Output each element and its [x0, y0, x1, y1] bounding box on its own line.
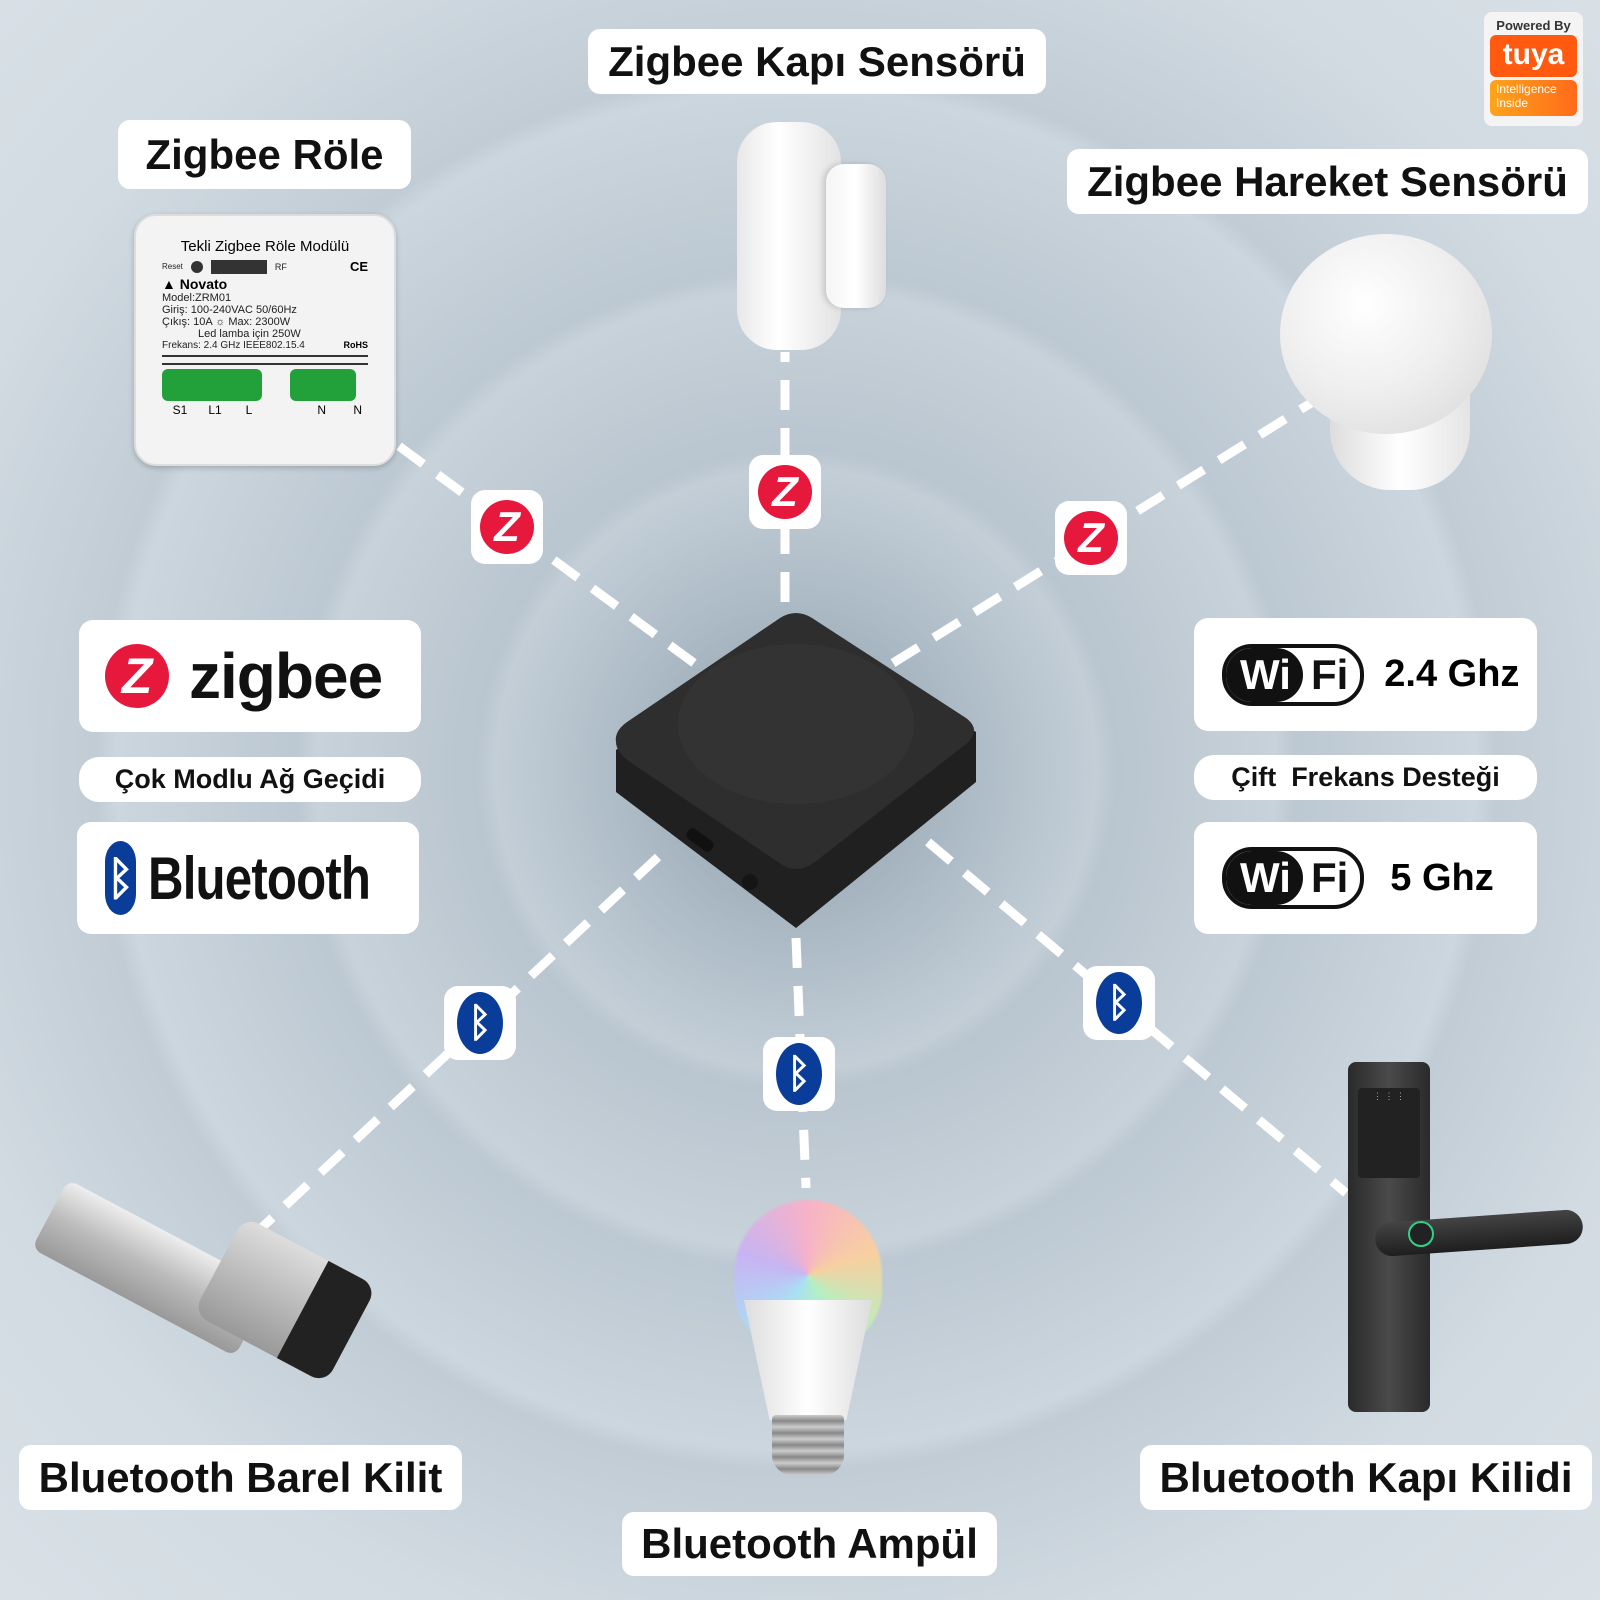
line-door-lock: [925, 838, 1349, 1197]
ce-mark: CE: [349, 259, 368, 274]
wifi-wi: Wi: [1226, 851, 1303, 905]
relay-frequency: Frekans: 2.4 GHz IEEE802.15.4: [162, 340, 305, 351]
zigbee-icon: Z: [758, 465, 812, 519]
terminal-label: L: [245, 403, 253, 417]
wifi-wi: Wi: [1226, 647, 1303, 702]
relay-output: Çıkış: 10A ☼ Max: 2300W: [162, 316, 291, 328]
door-lock-keypad: ⋮ ⋮ ⋮: [1358, 1088, 1420, 1178]
label-door-lock: Bluetooth Kapı Kilidi: [1140, 1445, 1592, 1510]
zigbee-icon: Z: [1064, 511, 1118, 565]
bluetooth-icon: ᛒ: [105, 841, 137, 915]
line-barrel-lock: [251, 853, 662, 1238]
relay-title: Tekli Zigbee Röle Modülü: [180, 238, 350, 255]
relay-input: Giriş: 100-240VAC 50/60Hz: [162, 304, 297, 316]
band-5ghz: 5 Ghz: [1390, 856, 1494, 899]
bluetooth-badge: ᛒ: [763, 1037, 835, 1111]
terminal-label: L1: [208, 403, 222, 417]
door-sensor-image: [737, 122, 841, 350]
bluetooth-wordmark: Bluetooth: [148, 844, 371, 912]
zigbee-logo-card: Z zigbee: [79, 620, 421, 732]
wifi-fi: Fi: [1310, 650, 1349, 698]
motion-sensor-image: [1280, 234, 1492, 434]
reset-label: Reset: [162, 262, 183, 271]
label-door-sensor: Zigbee Kapı Sensörü: [588, 29, 1046, 94]
bluetooth-logo-card: ᛒ Bluetooth: [77, 822, 419, 934]
reset-button: [190, 260, 203, 273]
powered-by-text: Powered By: [1496, 18, 1571, 33]
multi-mode-gateway-label: Çok Modlu Ağ Geçidi: [79, 757, 421, 802]
bluetooth-icon: ᛒ: [1096, 972, 1142, 1034]
zigbee-badge: Z: [471, 490, 543, 564]
zigbee-badge: Z: [749, 455, 821, 529]
bluetooth-badge: ᛒ: [1083, 966, 1155, 1040]
relay-led: Led lamba için 250W: [198, 328, 301, 340]
relay-model: Model:ZRM01: [162, 292, 232, 304]
wifi-fi: Fi: [1310, 854, 1349, 901]
bulb-base: [772, 1415, 844, 1475]
rf-label: RF: [274, 261, 287, 272]
label-relay: Zigbee Röle: [118, 120, 411, 189]
bluetooth-badge: ᛒ: [444, 986, 516, 1060]
terminal-label: N: [317, 403, 326, 417]
label-barrel-lock: Bluetooth Barel Kilit: [19, 1445, 462, 1510]
zigbee-icon: Z: [480, 500, 534, 554]
rf-port: [210, 259, 267, 274]
band-24ghz: 2.4 Ghz: [1384, 653, 1520, 695]
line-relay: [389, 437, 697, 667]
door-sensor-magnet: [826, 164, 886, 308]
dual-band-label: Çift Frekans Desteği: [1194, 755, 1537, 800]
terminal-block: [162, 369, 262, 401]
bluetooth-icon: ᛒ: [457, 992, 503, 1054]
label-bulb: Bluetooth Ampül: [622, 1512, 997, 1576]
gateway-hub: [610, 612, 982, 930]
rohs-mark: RoHS: [343, 340, 369, 350]
terminal-label: N: [353, 403, 362, 417]
tuya-logo: tuya: [1490, 35, 1577, 77]
tuya-tagline: Intelligence Inside: [1490, 80, 1577, 116]
label-motion-sensor: Zigbee Hareket Sensörü: [1067, 149, 1588, 214]
relay-brand: Novato: [179, 276, 228, 292]
terminal-block: [290, 369, 356, 401]
zigbee-wordmark: zigbee: [189, 640, 383, 712]
tuya-badge: Powered By tuya Intelligence Inside: [1484, 12, 1583, 126]
fingerprint-sensor: [1408, 1221, 1434, 1247]
terminal-label: S1: [172, 403, 188, 417]
bluetooth-icon: ᛒ: [776, 1043, 822, 1105]
zigbee-icon: Z: [105, 644, 169, 708]
zigbee-badge: Z: [1055, 501, 1127, 575]
